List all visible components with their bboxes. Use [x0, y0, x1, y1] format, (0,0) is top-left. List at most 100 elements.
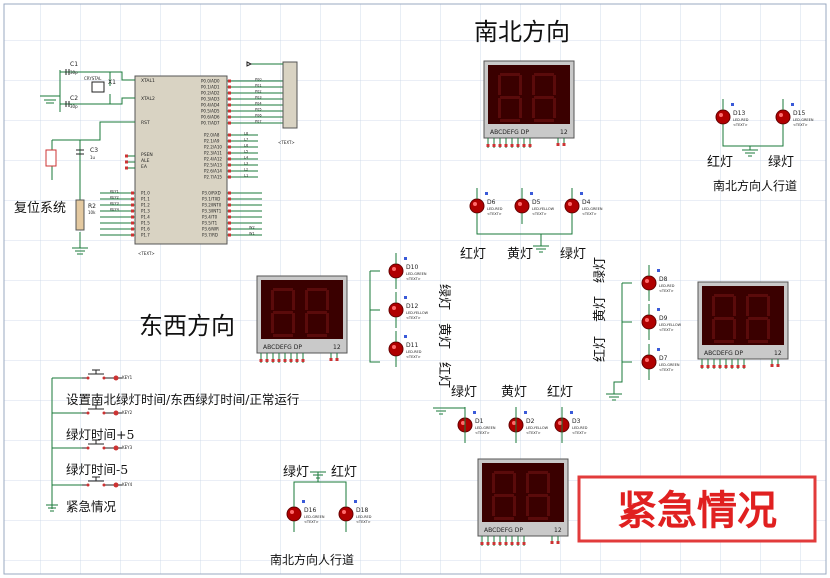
led-part-label: LED-GREEN [582, 207, 603, 211]
segment [494, 517, 514, 520]
p0-net-label: P05 [255, 108, 262, 112]
mcu-pin-p0-label: P0.4/AD4 [201, 103, 220, 108]
pin-rst-label: RST [141, 120, 150, 126]
segment [271, 313, 274, 333]
seven-seg-pin-label: ABCDEFG DP [704, 350, 743, 357]
segment [519, 98, 522, 118]
pin-marker [404, 296, 407, 299]
mcu-pin-p0-label: P0.5/AD5 [201, 109, 220, 114]
led-part-label: LED-RED [356, 515, 372, 519]
c1-value: 30p [70, 70, 78, 75]
button-net-label: KEY2 [122, 410, 133, 415]
led-text-placeholder: <TEXT> [572, 431, 587, 435]
bus-header[interactable] [282, 61, 298, 129]
segment [534, 96, 554, 99]
pin-marker [271, 359, 275, 362]
reset-circuit [45, 121, 135, 255]
light-word-yellow: 黄灯 [436, 323, 451, 349]
led-ref-label: D9 [659, 315, 668, 322]
segment [748, 340, 768, 343]
pin-marker [736, 365, 740, 368]
mcu-pin-p2-label: P2.6/A14 [204, 169, 222, 174]
seven-seg-common-label: 12 [554, 527, 562, 534]
button-function-label: 绿灯时间+5 [66, 427, 134, 442]
pin-marker [265, 359, 269, 362]
mcu-pin-p1-label: P1.2 [141, 203, 150, 208]
segment [307, 311, 327, 314]
mcu-pin-p0-label: P0.0/AD0 [201, 79, 220, 84]
mcu-pin-p2-label: P2.5/A13 [204, 163, 222, 168]
led-part-label: LED-YELLOW [659, 323, 682, 327]
p1-net-label: KEY2 [110, 196, 119, 200]
led-text-placeholder: <TEXT> [304, 520, 319, 524]
led-part-label: LED-YELLOW [532, 207, 555, 211]
c3-label: C3 [90, 147, 98, 154]
mcu-pin-p3-label: P3.3/INT1 [202, 209, 222, 214]
pin-marker [524, 411, 527, 414]
led-part-label: LED-RED [487, 207, 503, 211]
r2-value: 10k [88, 210, 96, 215]
light-word-green: 绿灯 [593, 257, 608, 283]
light-word-green: 绿灯 [436, 284, 451, 310]
led-ref-label: D2 [526, 418, 535, 425]
oscillator-circuit [40, 69, 135, 112]
mcu-pin-p1-label: P1.7 [141, 233, 150, 238]
header-text-placeholder: <TEXT> [278, 140, 295, 145]
led-text-placeholder: <TEXT> [487, 212, 502, 216]
p2-net-label: L6 [244, 144, 248, 148]
mcu-8051[interactable]: P1.0KEY1P1.1KEY2P1.2KEY3P1.3KEY4P1.4P1.5… [100, 75, 283, 256]
pin-marker [259, 359, 263, 362]
mcu-pin-p1-label: P1.0 [141, 191, 150, 196]
pin-marker [657, 269, 660, 272]
mcu-pin-p2-label: P2.0/A8 [204, 133, 220, 138]
button-net-label: KEY1 [122, 375, 133, 380]
pin-marker [228, 79, 231, 83]
segment [528, 517, 548, 520]
push-button-2[interactable]: KEY2 绿灯时间+5 [51, 404, 134, 442]
segment [748, 317, 768, 320]
segment [532, 75, 535, 95]
led-part-label: LED-RED [572, 426, 588, 430]
mcu-pin-p1-label: P1.5 [141, 221, 150, 226]
led-ref-label: D11 [406, 342, 418, 349]
led-part-label: LED-GREEN [475, 426, 496, 430]
led-ref-label: D15 [793, 110, 805, 117]
led-ref-label: D4 [582, 199, 591, 206]
emergency-text: 紧急情况 [617, 487, 777, 534]
c1-label: C1 [70, 61, 78, 68]
led-ref-label: D1 [475, 418, 484, 425]
pin-marker [131, 215, 134, 219]
led-part-label: LED-YELLOW [406, 311, 429, 315]
p3-net-label: W2 [249, 226, 255, 230]
pin-marker [283, 359, 287, 362]
pin-marker [228, 191, 231, 195]
segment [528, 471, 548, 474]
pin-marker [228, 85, 231, 89]
p2-net-label: L8 [244, 132, 248, 136]
led-ref-label: D10 [406, 264, 418, 271]
p2-net-label: L1 [244, 174, 248, 178]
p1-net-label: KEY1 [110, 190, 119, 194]
mcu-pin-p3-label: P3.7/RD [202, 233, 218, 238]
mcu-pin-p1-label: P1.3 [141, 209, 150, 214]
